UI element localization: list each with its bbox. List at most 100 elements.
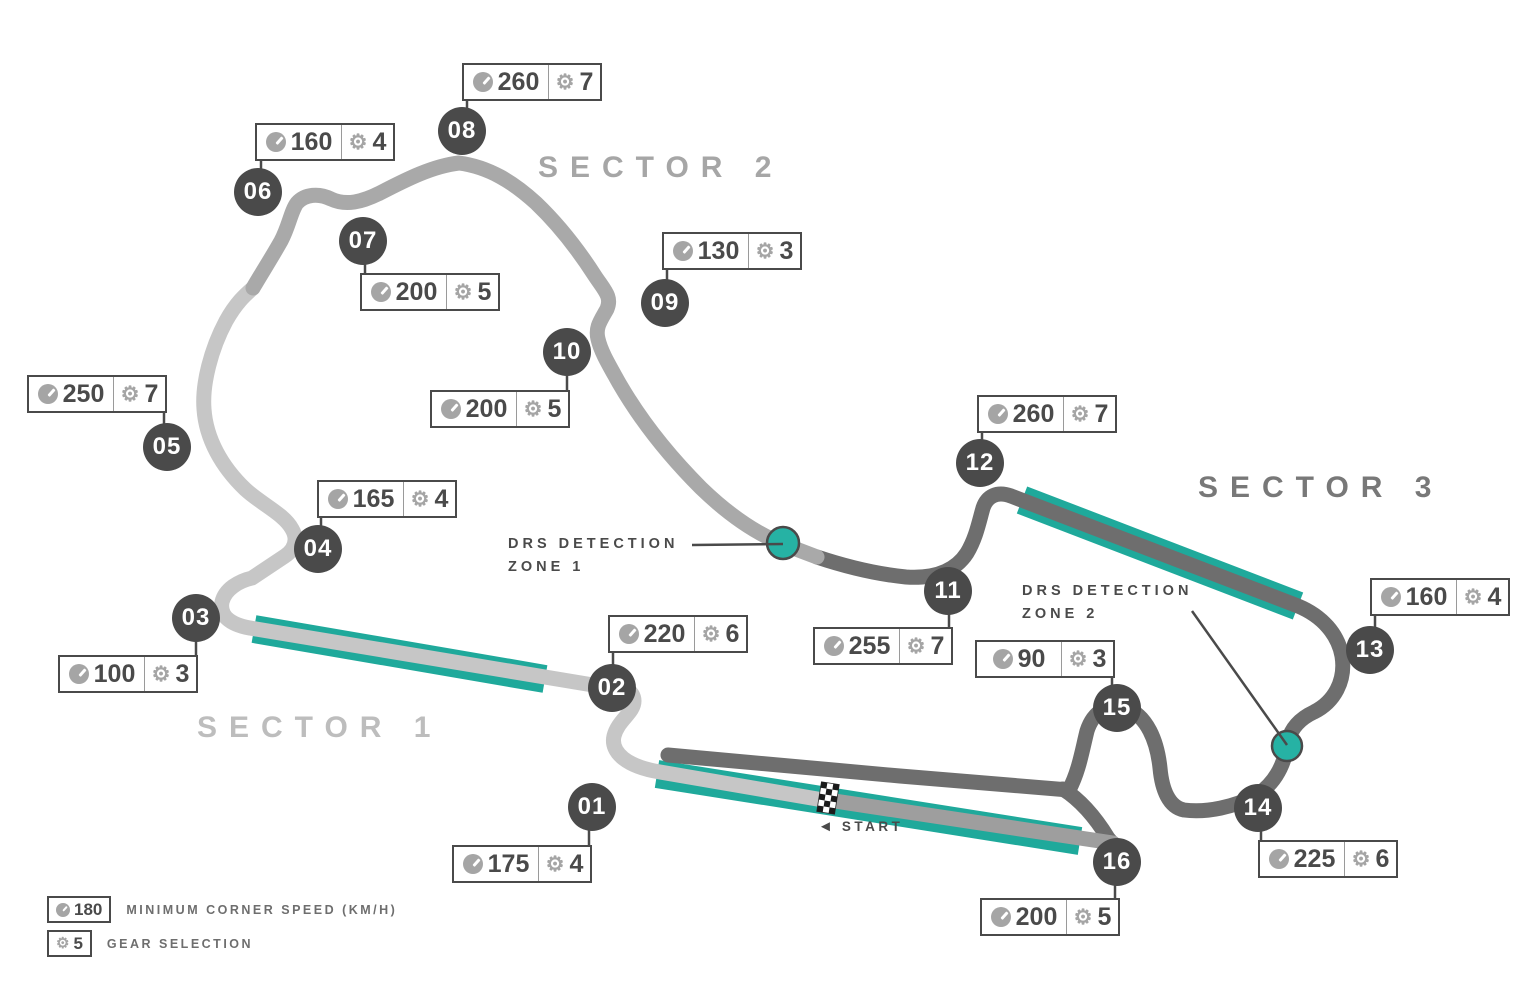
legend-min-corner-speed: 180 MINIMUM CORNER SPEED (KM/H) xyxy=(47,896,397,923)
speedometer-icon xyxy=(990,907,1011,927)
corner-speed: 220 xyxy=(643,619,686,648)
corner-gear: 6 xyxy=(1375,844,1390,873)
corner-speed: 200 xyxy=(395,277,438,306)
corner-badge-13: 13 xyxy=(1346,626,1394,674)
track-sector-2 xyxy=(245,155,825,565)
corner-speed: 130 xyxy=(697,236,740,265)
start-finish-flag-icon xyxy=(816,781,840,815)
corner-02-info-box: 220 ⚙6 xyxy=(608,615,748,653)
corner-15-info-box: 90 ⚙3 xyxy=(975,640,1115,678)
corner-14-info-box: 225 ⚙6 xyxy=(1258,840,1398,878)
speedometer-icon xyxy=(440,399,461,419)
corner-speed: 260 xyxy=(1012,399,1055,428)
corner-badge-05: 05 xyxy=(143,423,191,471)
corner-badge-02: 02 xyxy=(588,664,636,712)
start-direction-arrow-icon: ◄ xyxy=(818,818,833,835)
speedometer-icon xyxy=(462,854,483,874)
corner-gear: 5 xyxy=(477,277,492,306)
drs-zone-1-label: DRS DETECTION ZONE 1 xyxy=(508,533,678,579)
gear-icon: ⚙ xyxy=(523,397,543,421)
corner-badge-03: 03 xyxy=(172,594,220,642)
corner-12-info-box: 260 ⚙7 xyxy=(977,395,1117,433)
legend-speed-value: 180 xyxy=(74,899,103,919)
gear-icon: ⚙ xyxy=(1073,905,1093,929)
gear-icon: ⚙ xyxy=(151,662,171,686)
corner-16-info-box: 200 ⚙5 xyxy=(980,898,1120,936)
corner-badge-09: 09 xyxy=(641,279,689,327)
gear-icon: ⚙ xyxy=(410,487,430,511)
corner-gear: 7 xyxy=(1094,399,1109,428)
corner-speed: 160 xyxy=(290,127,333,156)
corner-gear: 3 xyxy=(779,236,794,265)
corner-badge-04: 04 xyxy=(294,525,342,573)
corner-speed: 90 xyxy=(1017,644,1046,673)
sector-3-label: SECTOR 3 xyxy=(1198,471,1444,504)
gear-icon: ⚙ xyxy=(1068,647,1088,671)
corner-badge-01: 01 xyxy=(568,783,616,831)
corner-06-info-box: 160 ⚙4 xyxy=(255,123,395,161)
corner-badge-10: 10 xyxy=(543,328,591,376)
corner-gear: 4 xyxy=(434,484,449,513)
speedometer-icon xyxy=(68,664,89,684)
corner-07-info-box: 200 ⚙5 xyxy=(360,273,500,311)
corner-gear: 4 xyxy=(1487,582,1502,611)
gear-icon: ⚙ xyxy=(545,852,565,876)
corner-gear: 5 xyxy=(547,394,562,423)
speedometer-icon xyxy=(370,282,391,302)
speedometer-icon xyxy=(1380,587,1401,607)
speedometer-icon xyxy=(1268,849,1289,869)
legend-gear-box: ⚙ 5 xyxy=(47,930,92,957)
corner-08-info-box: 260 ⚙7 xyxy=(462,63,602,101)
corner-04-info-box: 165 ⚙4 xyxy=(317,480,457,518)
speedometer-icon xyxy=(823,636,844,656)
legend-speed-box: 180 xyxy=(47,896,112,923)
corner-01-info-box: 175 ⚙4 xyxy=(452,845,592,883)
corner-gear: 7 xyxy=(930,631,945,660)
track-pit-straight xyxy=(820,792,1121,851)
legend-speed-label: MINIMUM CORNER SPEED (KM/H) xyxy=(126,902,398,917)
corner-speed: 255 xyxy=(848,631,891,660)
gear-icon: ⚙ xyxy=(453,280,473,304)
corner-13-info-box: 160 ⚙4 xyxy=(1370,578,1510,616)
corner-badge-15: 15 xyxy=(1093,684,1141,732)
speedometer-icon xyxy=(987,404,1008,424)
corner-speed: 175 xyxy=(487,849,530,878)
speedometer-icon xyxy=(672,241,693,261)
gear-icon: ⚙ xyxy=(555,70,575,94)
corner-speed: 200 xyxy=(1015,902,1058,931)
gear-icon: ⚙ xyxy=(906,634,926,658)
corner-gear: 7 xyxy=(579,67,594,96)
corner-10-info-box: 200 ⚙5 xyxy=(430,390,570,428)
gear-icon: ⚙ xyxy=(1070,402,1090,426)
speedometer-icon xyxy=(56,902,70,917)
drs-zone2-pointer-line xyxy=(1190,610,1289,746)
corner-05-info-box: 250 ⚙7 xyxy=(27,375,167,413)
gear-icon: ⚙ xyxy=(56,935,70,952)
corner-gear: 3 xyxy=(175,659,190,688)
legend-gear-label: GEAR SELECTION xyxy=(106,936,254,951)
gear-icon: ⚙ xyxy=(1463,585,1483,609)
drs-zone1-pointer-line xyxy=(691,542,784,547)
gear-icon: ⚙ xyxy=(755,239,775,263)
corner-gear: 5 xyxy=(1097,902,1112,931)
speedometer-icon xyxy=(992,649,1013,669)
drs-zone-2-line1: DRS DETECTION xyxy=(1022,583,1193,599)
corner-speed: 160 xyxy=(1405,582,1448,611)
corner-09-info-box: 130 ⚙3 xyxy=(662,232,802,270)
corner-badge-07: 07 xyxy=(339,217,387,265)
gear-icon: ⚙ xyxy=(348,130,368,154)
sector-2-label: SECTOR 2 xyxy=(538,151,784,184)
gear-icon: ⚙ xyxy=(120,382,140,406)
corner-gear: 3 xyxy=(1092,644,1107,673)
legend-gear-value: 5 xyxy=(73,933,83,953)
speedometer-icon xyxy=(265,132,286,152)
corner-speed: 100 xyxy=(93,659,136,688)
start-text: START xyxy=(841,819,904,834)
speedometer-icon xyxy=(327,489,348,509)
drs-zone-2-line2: ZONE 2 xyxy=(1022,606,1099,622)
speedometer-icon xyxy=(618,624,639,644)
speedometer-icon xyxy=(472,72,493,92)
corner-speed: 225 xyxy=(1293,844,1336,873)
corner-gear: 6 xyxy=(725,619,740,648)
legend-gear-selection: ⚙ 5 GEAR SELECTION xyxy=(47,930,253,957)
